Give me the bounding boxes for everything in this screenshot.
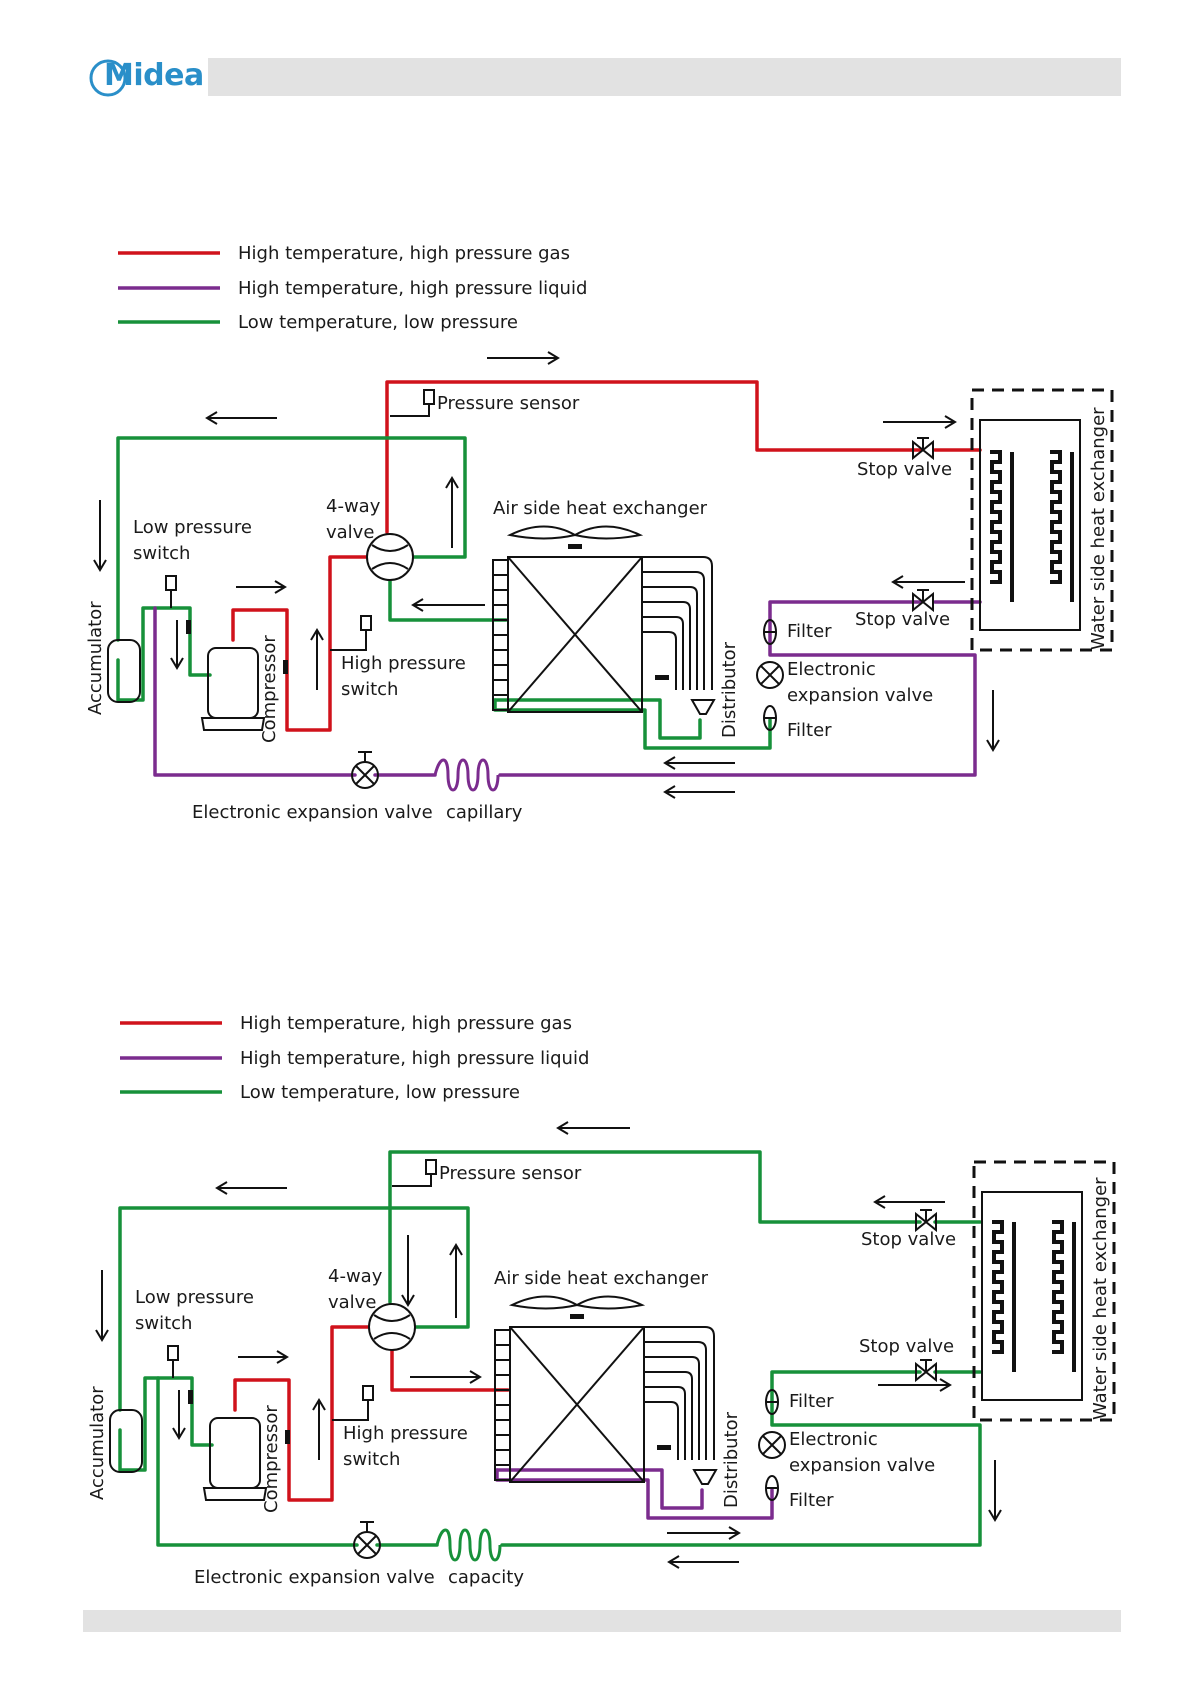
- four-way-valve-icon: [366, 533, 414, 581]
- water-side-heat-exchanger: [970, 388, 1114, 652]
- eev-bottom-icon: [353, 1521, 381, 1559]
- water-side-heat-exchanger: [972, 1160, 1116, 1422]
- legend-high-liquid: High temperature, high pressure liquid: [240, 1048, 589, 1069]
- eev-right-label-1: Electronic: [789, 1429, 878, 1450]
- compressor-icon: [202, 1417, 290, 1501]
- accumulator-icon: [107, 639, 141, 703]
- pressure-sensor-label: Pressure sensor: [437, 393, 580, 414]
- fan-icon: [506, 525, 644, 549]
- refrigerant-cycle-diagram-heating: High temperature, high pressure gas High…: [85, 243, 1114, 823]
- high-ps-label-1: High pressure: [343, 1423, 468, 1444]
- low-ps-label-1: Low pressure: [135, 1287, 254, 1308]
- distributor-label: Distributor: [719, 641, 740, 738]
- filter-lower-icon: [763, 705, 777, 731]
- stop-valve-lower-label: Stop valve: [859, 1336, 954, 1357]
- eev-bottom-icon: [351, 751, 379, 789]
- stop-valve-upper-label: Stop valve: [861, 1229, 956, 1250]
- low-pressure-pipes: [118, 1150, 982, 1547]
- distributor-label: Distributor: [721, 1411, 742, 1508]
- legend-high-gas: High temperature, high pressure gas: [240, 1013, 572, 1034]
- accumulator-icon: [109, 1409, 143, 1473]
- stop-valve-upper-icon: [912, 437, 934, 461]
- four-way-label-1: 4-way: [326, 496, 381, 517]
- water-hx-label: Water side heat exchanger: [1088, 407, 1109, 650]
- compressor-label: Compressor: [259, 635, 280, 743]
- legend: High temperature, high pressure gas High…: [118, 243, 587, 333]
- high-ps-label-1: High pressure: [341, 653, 466, 674]
- air-side-heat-exchanger: [494, 1326, 715, 1483]
- four-way-valve-icon: [368, 1303, 416, 1351]
- low-pressure-switch-icon: [165, 575, 191, 634]
- low-pressure-pipes: [116, 436, 772, 750]
- high-ps-label-2: switch: [341, 679, 398, 700]
- eev-right-label-1: Electronic: [787, 659, 876, 680]
- low-ps-label-2: switch: [133, 543, 190, 564]
- high-gas-pipes: [233, 1325, 510, 1502]
- eev-bottom-label: Electronic expansion valve: [194, 1567, 435, 1588]
- flow-arrows: [93, 351, 1000, 799]
- eev-right-icon: [756, 661, 784, 689]
- high-ps-label-2: switch: [343, 1449, 400, 1470]
- legend: High temperature, high pressure gas High…: [120, 1013, 589, 1103]
- compressor-icon: [200, 647, 288, 731]
- stop-valve-upper-icon: [915, 1209, 937, 1233]
- filter-upper-icon: [765, 1389, 779, 1415]
- low-ps-label-2: switch: [135, 1313, 192, 1334]
- compressor-label: Compressor: [261, 1405, 282, 1513]
- legend-high-liquid: High temperature, high pressure liquid: [238, 278, 587, 299]
- filter-lower-label: Filter: [789, 1490, 834, 1511]
- high-pressure-switch-icon: [332, 1385, 374, 1421]
- pressure-sensor-icon: [390, 389, 435, 417]
- legend-high-gas: High temperature, high pressure gas: [238, 243, 570, 264]
- air-side-heat-exchanger: [492, 556, 713, 713]
- accumulator-label: Accumulator: [85, 601, 106, 715]
- low-ps-label-1: Low pressure: [133, 517, 252, 538]
- stop-valve-lower-label: Stop valve: [855, 609, 950, 630]
- filter-upper-icon: [763, 619, 777, 645]
- air-hx-label: Air side heat exchanger: [493, 498, 708, 519]
- filter-upper-label: Filter: [789, 1391, 834, 1412]
- midea-logo: Midea: [88, 52, 204, 100]
- capillary-icon: [435, 1528, 502, 1562]
- distributor-icon: [690, 699, 716, 715]
- low-pressure-switch-icon: [167, 1345, 193, 1404]
- four-way-label-2: valve: [326, 522, 374, 543]
- stop-valve-lower-icon: [912, 589, 934, 613]
- pressure-sensor-icon: [392, 1159, 437, 1187]
- high-liquid-pipes: [495, 1468, 774, 1520]
- four-way-label-1: 4-way: [328, 1266, 383, 1287]
- eev-right-label-2: expansion valve: [789, 1455, 935, 1476]
- filter-lower-label: Filter: [787, 720, 832, 741]
- four-way-label-2: valve: [328, 1292, 376, 1313]
- stop-valve-upper-label: Stop valve: [857, 459, 952, 480]
- stop-valve-lower-icon: [915, 1359, 937, 1383]
- high-liquid-pipes: [153, 600, 982, 777]
- water-hx-label: Water side heat exchanger: [1090, 1177, 1111, 1420]
- high-pressure-switch-icon: [330, 615, 372, 651]
- filter-upper-label: Filter: [787, 621, 832, 642]
- eev-right-icon: [758, 1431, 786, 1459]
- fan-icon: [508, 1295, 646, 1319]
- filter-lower-icon: [765, 1475, 779, 1501]
- capillary-icon: [433, 758, 500, 792]
- legend-low-pressure: Low temperature, low pressure: [240, 1082, 520, 1103]
- flow-arrows: [95, 1121, 1002, 1569]
- air-hx-label: Air side heat exchanger: [494, 1268, 709, 1289]
- capillary-label: capillary: [446, 802, 523, 823]
- accumulator-label: Accumulator: [87, 1386, 108, 1500]
- distributor-icon: [692, 1469, 718, 1485]
- refrigerant-cycle-diagram-cooling: High temperature, high pressure gas High…: [87, 1013, 1116, 1588]
- legend-low-pressure: Low temperature, low pressure: [238, 312, 518, 333]
- capillary-label: capacity: [448, 1567, 524, 1588]
- pressure-sensor-label: Pressure sensor: [439, 1163, 582, 1184]
- header-bar: [208, 58, 1121, 96]
- eev-bottom-label: Electronic expansion valve: [192, 802, 433, 823]
- eev-right-label-2: expansion valve: [787, 685, 933, 706]
- footer-bar: [83, 1610, 1121, 1632]
